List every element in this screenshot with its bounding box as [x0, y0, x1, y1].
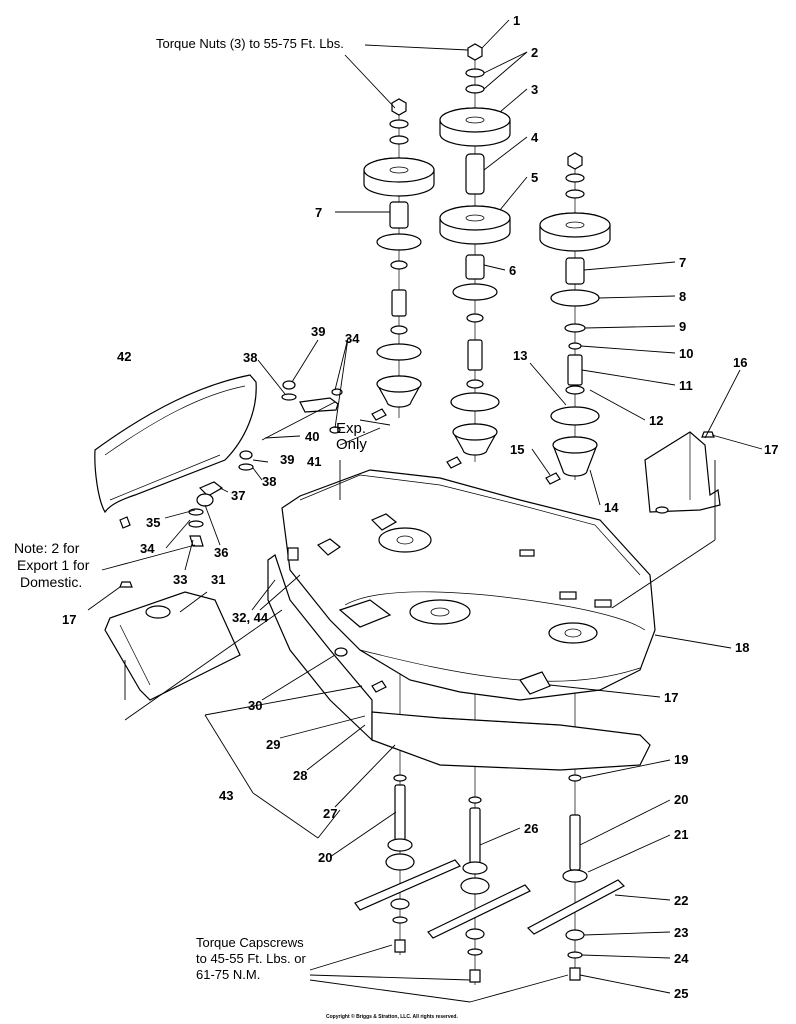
exp-only-note-line2: Only [336, 436, 367, 453]
callout-14: 14 [604, 500, 619, 515]
torque-nuts-note: Torque Nuts (3) to 55-75 Ft. Lbs. [156, 36, 344, 51]
right-belt-guard [119, 431, 721, 588]
capscrews-note-line2: to 45-55 Ft. Lbs. or [196, 951, 307, 966]
capscrews-note-line3: 61-75 N.M. [196, 967, 260, 982]
callout-7-left: 7 [315, 205, 322, 220]
callout-28: 28 [293, 768, 307, 783]
callout-17-left: 17 [62, 612, 76, 627]
export-note-line3: Domestic. [20, 574, 82, 590]
callout-1: 1 [513, 13, 520, 28]
callout-31: 31 [211, 572, 225, 587]
callout-15: 15 [510, 442, 524, 457]
mower-deck-shell [281, 469, 656, 701]
callout-19: 19 [674, 752, 688, 767]
callout-21: 21 [674, 827, 688, 842]
callout-4: 4 [531, 130, 539, 145]
belt-cover [94, 374, 257, 529]
callout-23: 23 [674, 925, 688, 940]
callout-11: 11 [679, 378, 693, 393]
callout-13: 13 [513, 348, 527, 363]
callout-8: 8 [679, 289, 686, 304]
callout-10: 10 [679, 346, 693, 361]
export-note-line1: Note: 2 for [14, 540, 80, 556]
callout-17-right: 17 [764, 442, 778, 457]
callout-22: 22 [674, 893, 688, 908]
callout-24: 24 [674, 951, 689, 966]
left-spindle-assembly [363, 98, 435, 408]
callout-29: 29 [266, 737, 280, 752]
callout-34-lower: 34 [140, 541, 155, 556]
callout-26: 26 [524, 821, 538, 836]
callout-labels: 1 2 3 4 5 6 7 7 8 9 10 11 12 13 14 15 16… [62, 13, 778, 1001]
deck-baffle [267, 554, 651, 771]
leader-lines [87, 19, 763, 1003]
callout-38-lower: 38 [262, 474, 276, 489]
callout-12: 12 [649, 413, 663, 428]
annotations: Torque Nuts (3) to 55-75 Ft. Lbs. Exp. O… [14, 36, 458, 1020]
front-belt-guard [104, 591, 241, 701]
center-spindle-assembly [439, 43, 511, 456]
capscrews-note-line1: Torque Capscrews [196, 935, 304, 950]
callout-40: 40 [305, 429, 319, 444]
copyright-text: Copyright © Briggs & Stratton, LLC. All … [326, 1013, 458, 1020]
right-spindle-assembly [539, 152, 611, 477]
lower-blade-assemblies [354, 774, 625, 983]
callout-20-left: 20 [318, 850, 332, 865]
callout-34-upper: 34 [345, 331, 360, 346]
callout-20-right: 20 [674, 792, 688, 807]
callout-42: 42 [117, 349, 131, 364]
callout-27: 27 [323, 806, 337, 821]
callout-2: 2 [531, 45, 538, 60]
callout-17-deck: 17 [664, 690, 678, 705]
callout-3: 3 [531, 82, 538, 97]
callout-6: 6 [509, 263, 516, 278]
callout-43: 43 [219, 788, 233, 803]
callout-5: 5 [531, 170, 538, 185]
export-note-line2: Export 1 for [17, 557, 90, 573]
callout-25: 25 [674, 986, 688, 1001]
callout-39-lower: 39 [280, 452, 294, 467]
callout-37: 37 [231, 488, 245, 503]
callout-18: 18 [735, 640, 749, 655]
grease-fittings [371, 408, 561, 485]
callout-9: 9 [679, 319, 686, 334]
callout-32-44: 32, 44 [232, 610, 269, 625]
callout-39-upper: 39 [311, 324, 325, 339]
callout-33: 33 [173, 572, 187, 587]
callout-36: 36 [214, 545, 228, 560]
callout-16: 16 [733, 355, 747, 370]
callout-30: 30 [248, 698, 262, 713]
exp-only-note-line1: Exp. [336, 420, 366, 437]
callout-38-upper: 38 [243, 350, 257, 365]
callout-7-right: 7 [679, 255, 686, 270]
callout-41: 41 [307, 454, 321, 469]
callout-35: 35 [146, 515, 160, 530]
